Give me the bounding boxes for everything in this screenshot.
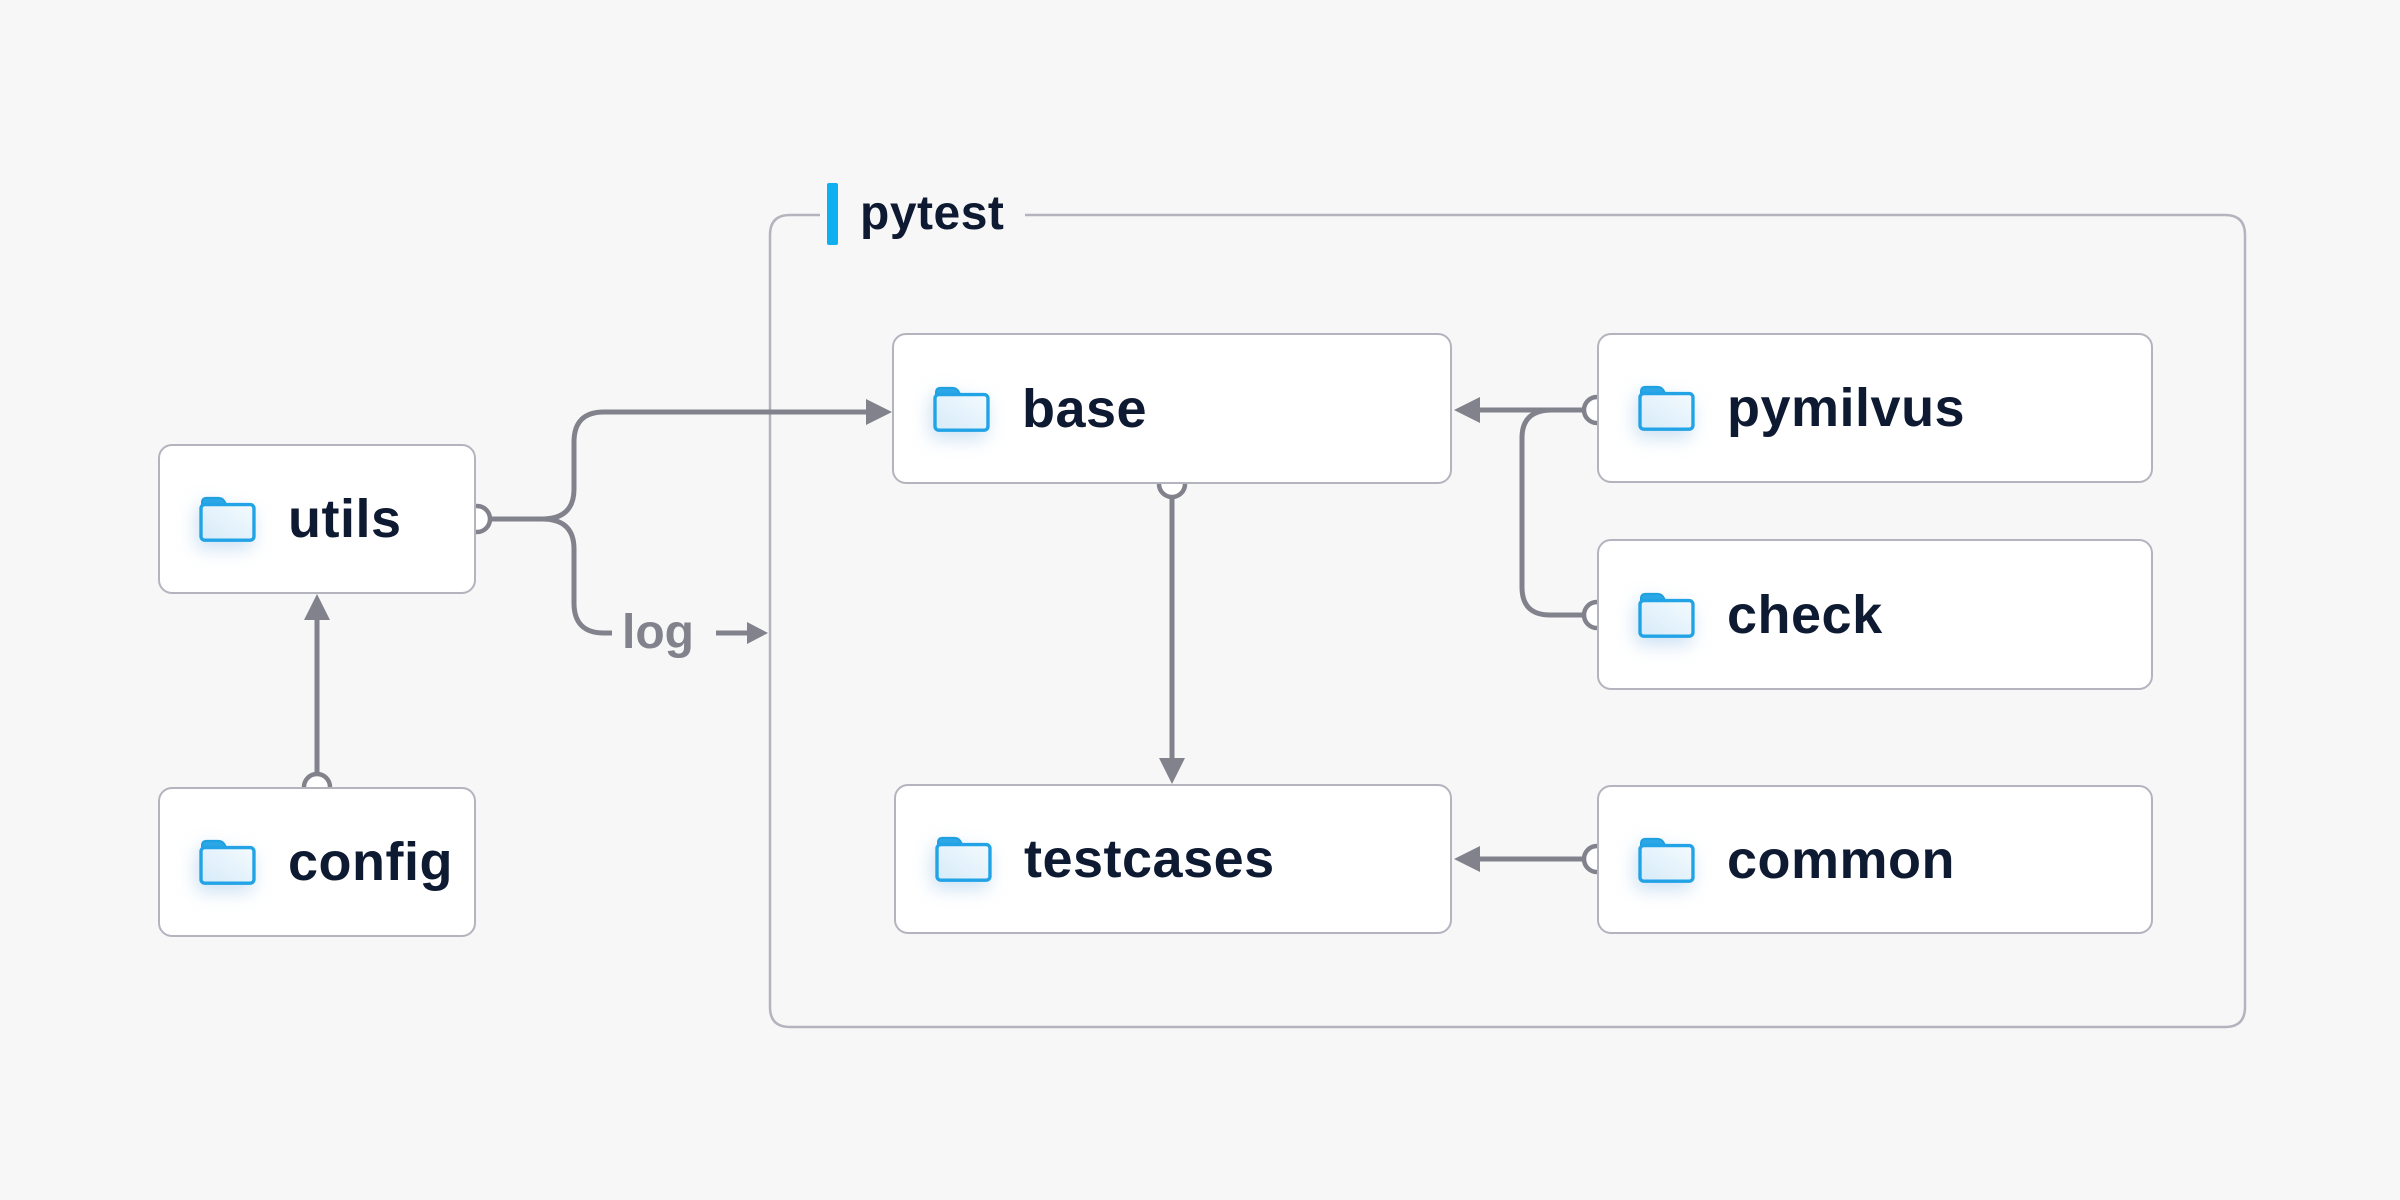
node-label: base [1022,378,1148,439]
node-pymilvus[interactable]: pymilvus [1597,333,2153,483]
folder-icon [1638,385,1695,431]
node-label: utils [288,489,402,549]
node-label: check [1727,584,1883,645]
folder-icon [199,496,256,542]
node-base[interactable]: base [892,333,1452,484]
node-testcases[interactable]: testcases [894,784,1452,934]
folder-icon [199,839,256,885]
folder-icon [1638,837,1695,883]
node-check[interactable]: check [1597,539,2153,690]
edge-config-to-utils [301,594,333,803]
node-utils[interactable]: utils [158,444,476,594]
node-label: common [1727,829,1956,890]
node-config[interactable]: config [158,787,476,937]
accent-bar [827,183,838,245]
edge-pymilvus-check-to-base [1454,394,1613,631]
folder-icon [935,836,992,882]
edge-base-to-testcases [1156,468,1188,784]
node-label: config [288,832,453,892]
edge-common-to-testcases [1454,843,1613,875]
node-common[interactable]: common [1597,785,2153,934]
edge-label-log: log [622,606,694,659]
folder-icon [1638,592,1695,638]
group-title: pytest [860,187,1005,240]
pytest-group-label: pytest [827,183,1004,245]
node-label: testcases [1024,829,1275,889]
folder-icon [933,386,990,432]
node-label: pymilvus [1727,378,1966,438]
